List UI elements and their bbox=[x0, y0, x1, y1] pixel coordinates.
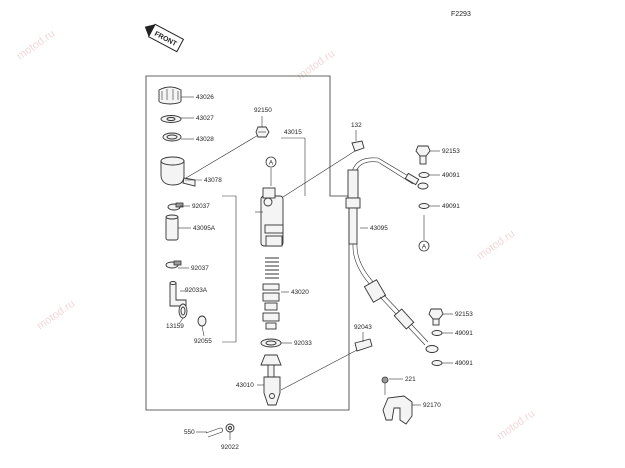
bolt-92153-upper bbox=[415, 145, 431, 165]
boot-92033 bbox=[260, 338, 282, 348]
clamp-92170 bbox=[382, 395, 413, 425]
washer-49091-upper-a bbox=[418, 172, 430, 178]
reservoir-43078 bbox=[160, 156, 196, 187]
label-49091-lower-b: 49091 bbox=[455, 360, 473, 367]
leader-lines bbox=[178, 96, 453, 440]
clamp-92037-lower bbox=[165, 260, 182, 269]
label-92033A: 92033A bbox=[185, 287, 208, 294]
callout-a-right-text: A bbox=[422, 244, 427, 251]
part-labels: 43026 43027 43028 43078 92037 43095A 920… bbox=[166, 94, 473, 451]
label-49091-upper-b: 49091 bbox=[442, 203, 460, 210]
label-92055: 92055 bbox=[194, 338, 212, 345]
watermark-text: motod.ru bbox=[35, 298, 77, 333]
cotter-pin-550 bbox=[205, 427, 223, 438]
callout-a-left-text: A bbox=[269, 160, 274, 167]
label-92037-upper: 92037 bbox=[192, 203, 210, 210]
assembly-outline bbox=[145, 75, 350, 411]
fitting-92033A bbox=[169, 281, 187, 307]
label-13159: 13159 bbox=[166, 323, 184, 330]
watermark-text: motod.ru bbox=[495, 408, 537, 443]
brake-hose-43095 bbox=[345, 157, 439, 353]
clamp-92037-upper bbox=[167, 202, 184, 211]
label-92153-upper: 92153 bbox=[442, 148, 460, 155]
label-550: 550 bbox=[184, 429, 195, 436]
label-43078: 43078 bbox=[204, 177, 222, 184]
washer-49091-lower-b bbox=[431, 360, 443, 366]
watermark-text: motod.ru bbox=[475, 228, 517, 263]
label-92170: 92170 bbox=[423, 402, 441, 409]
label-92153-lower: 92153 bbox=[455, 311, 473, 318]
label-43010: 43010 bbox=[236, 382, 254, 389]
label-92037-lower: 92037 bbox=[191, 265, 209, 272]
washer-92022 bbox=[225, 423, 235, 433]
washer-49091-upper-b bbox=[418, 203, 430, 209]
label-221: 221 bbox=[405, 376, 416, 383]
oring-13159 bbox=[178, 303, 188, 319]
label-43015: 43015 bbox=[284, 129, 302, 136]
bolt-92153-lower bbox=[428, 308, 444, 326]
plate-43027 bbox=[160, 115, 182, 123]
hose-43095A bbox=[165, 214, 179, 241]
label-92043: 92043 bbox=[354, 324, 372, 331]
callout-a-right: A bbox=[418, 215, 430, 252]
figure-code: F2293 bbox=[451, 11, 471, 18]
bolt-92150 bbox=[185, 126, 270, 179]
piston-kit-43020 bbox=[262, 257, 280, 330]
label-49091-upper-a: 49091 bbox=[442, 172, 460, 179]
fitting-132 bbox=[282, 140, 365, 198]
diaphragm-43028 bbox=[162, 132, 182, 142]
front-arrow-icon bbox=[144, 24, 156, 37]
watermark-text: motod.ru bbox=[295, 48, 337, 83]
label-132: 132 bbox=[351, 122, 362, 129]
label-43027: 43027 bbox=[196, 115, 214, 122]
label-49091-lower-a: 49091 bbox=[455, 330, 473, 337]
callout-a-left: A bbox=[265, 156, 277, 186]
pushrod-43010 bbox=[260, 354, 282, 406]
label-92150: 92150 bbox=[254, 107, 272, 114]
master-cylinder-43015 bbox=[255, 187, 284, 247]
label-92033: 92033 bbox=[294, 340, 312, 347]
label-43095A: 43095A bbox=[193, 225, 216, 232]
label-43026: 43026 bbox=[196, 94, 214, 101]
watermark-text: motod.ru bbox=[15, 28, 57, 63]
screw-221 bbox=[381, 376, 389, 395]
reservoir-cap-43026 bbox=[158, 86, 182, 105]
bolt-92043 bbox=[280, 338, 373, 391]
front-indicator: FRONT bbox=[144, 23, 185, 53]
label-43020: 43020 bbox=[291, 289, 309, 296]
label-43095: 43095 bbox=[370, 225, 388, 232]
label-43028: 43028 bbox=[196, 136, 214, 143]
oring-92055 bbox=[197, 315, 207, 327]
subassembly-bracket bbox=[222, 195, 237, 343]
label-92022: 92022 bbox=[221, 444, 239, 451]
washer-49091-lower-a bbox=[431, 330, 443, 336]
